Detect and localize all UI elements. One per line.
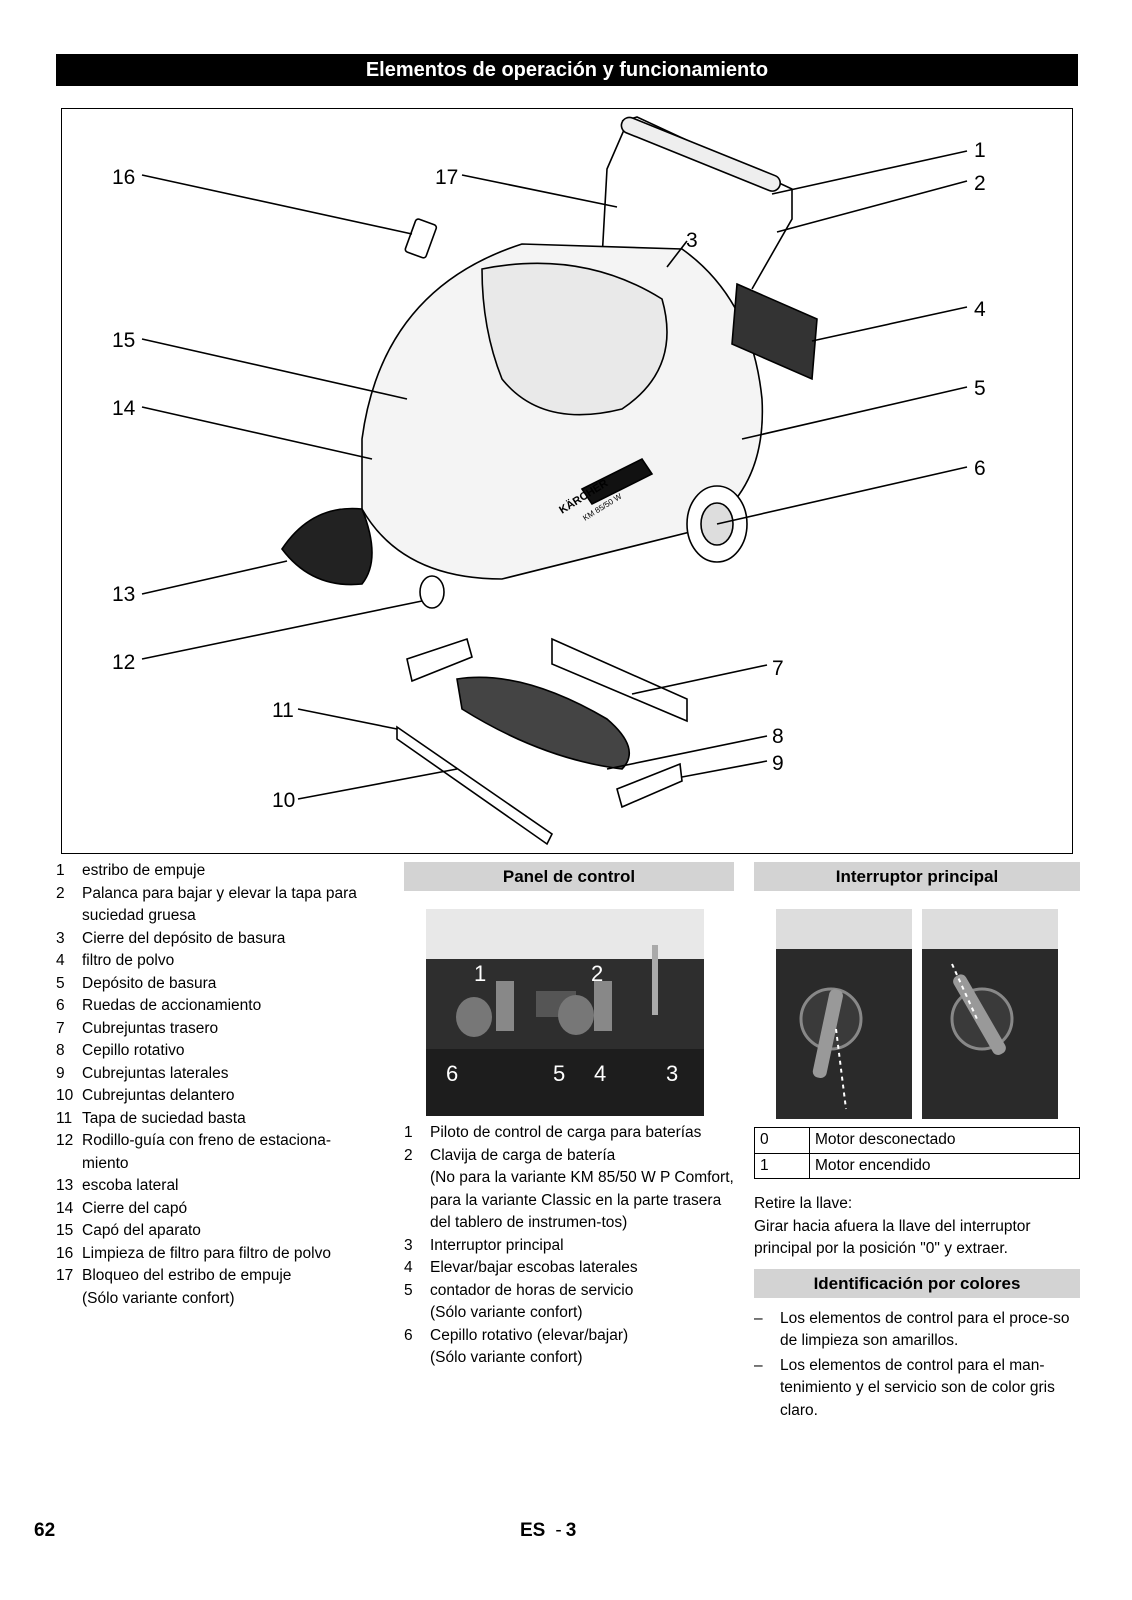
page-separator: - bbox=[555, 1520, 562, 1541]
list-item: –Los elementos de control para el man-te… bbox=[754, 1356, 1055, 1419]
language-code: ES bbox=[520, 1520, 546, 1541]
page-language: ES-3 bbox=[520, 1520, 576, 1542]
main-switch-photo bbox=[776, 909, 1058, 1119]
remove-key-instructions: Girar hacia afuera la llave del interrup… bbox=[754, 1217, 1031, 1258]
callout-15: 15 bbox=[112, 329, 135, 352]
cp-label-2: 2 bbox=[591, 961, 603, 986]
list-item: (Sólo variante confort) bbox=[430, 1304, 583, 1321]
callout-5: 5 bbox=[974, 377, 986, 400]
sub-page-number: 3 bbox=[565, 1520, 577, 1541]
callout-9: 9 bbox=[772, 752, 784, 775]
page-number: 62 bbox=[34, 1520, 56, 1541]
callout-10: 10 bbox=[272, 789, 295, 812]
list-item: –Los elementos de control para el proce-… bbox=[754, 1309, 1070, 1350]
state-label: Motor encendido bbox=[809, 1152, 1080, 1179]
callout-11: 11 bbox=[272, 699, 294, 722]
callout-3: 3 bbox=[686, 229, 698, 252]
sweeper-illustration: 1 2 3 4 5 6 7 8 9 10 11 12 13 14 15 16 1… bbox=[112, 116, 986, 846]
callout-14: 14 bbox=[112, 397, 136, 420]
callout-17: 17 bbox=[435, 166, 458, 189]
callout-7: 7 bbox=[772, 657, 784, 680]
color-id-heading: Identificación por colores bbox=[754, 1268, 1080, 1298]
color-id-list: –Los elementos de control para el proce-… bbox=[754, 1308, 1080, 1423]
cp-label-5: 5 bbox=[553, 1061, 565, 1086]
switch-state-table: 0 Motor desconectado 1 Motor encendido bbox=[754, 1127, 1080, 1179]
cp-label-6: 6 bbox=[446, 1061, 458, 1086]
callout-8: 8 bbox=[772, 725, 784, 748]
control-panel-heading: Panel de control bbox=[404, 862, 734, 891]
callout-6: 6 bbox=[974, 457, 986, 480]
cp-label-3: 3 bbox=[666, 1061, 678, 1086]
state-value: 1 bbox=[754, 1152, 810, 1179]
parts-list-note: (Sólo variante confort) bbox=[82, 1289, 235, 1307]
callout-12: 12 bbox=[112, 651, 135, 674]
main-switch-heading: Interruptor principal bbox=[754, 862, 1080, 891]
main-switch-photo-on bbox=[922, 909, 1058, 1119]
main-switch-photo-off bbox=[776, 909, 912, 1119]
page-title: Elementos de operación y funcionamiento bbox=[56, 54, 1078, 86]
list-item: (Sólo variante confort) bbox=[430, 1349, 583, 1366]
cp-label-1: 1 bbox=[474, 961, 486, 986]
callout-1: 1 bbox=[974, 139, 986, 162]
control-panel-photo: 1 2 6 5 4 3 bbox=[426, 909, 704, 1116]
control-panel-image: 1 2 6 5 4 3 bbox=[426, 909, 704, 1116]
callout-16: 16 bbox=[112, 166, 135, 189]
state-label: Motor desconectado bbox=[809, 1127, 1080, 1154]
state-value: 0 bbox=[754, 1127, 810, 1154]
main-switch-section: Interruptor principal 0 Motor desconecta… bbox=[754, 862, 1080, 1424]
machine-diagram: 1 2 3 4 5 6 7 8 9 10 11 12 13 14 15 16 1… bbox=[61, 108, 1073, 854]
table-row: 0 Motor desconectado bbox=[754, 1127, 1080, 1154]
table-row: 1 Motor encendido bbox=[754, 1152, 1080, 1179]
list-item: (No para la variante KM 85/50 W P Comfor… bbox=[430, 1169, 734, 1231]
cp-label-4: 4 bbox=[594, 1061, 606, 1086]
callout-13: 13 bbox=[112, 583, 135, 606]
remove-key-label: Retire la llave: bbox=[754, 1195, 853, 1212]
callout-4: 4 bbox=[974, 298, 986, 321]
callout-2: 2 bbox=[974, 172, 986, 195]
